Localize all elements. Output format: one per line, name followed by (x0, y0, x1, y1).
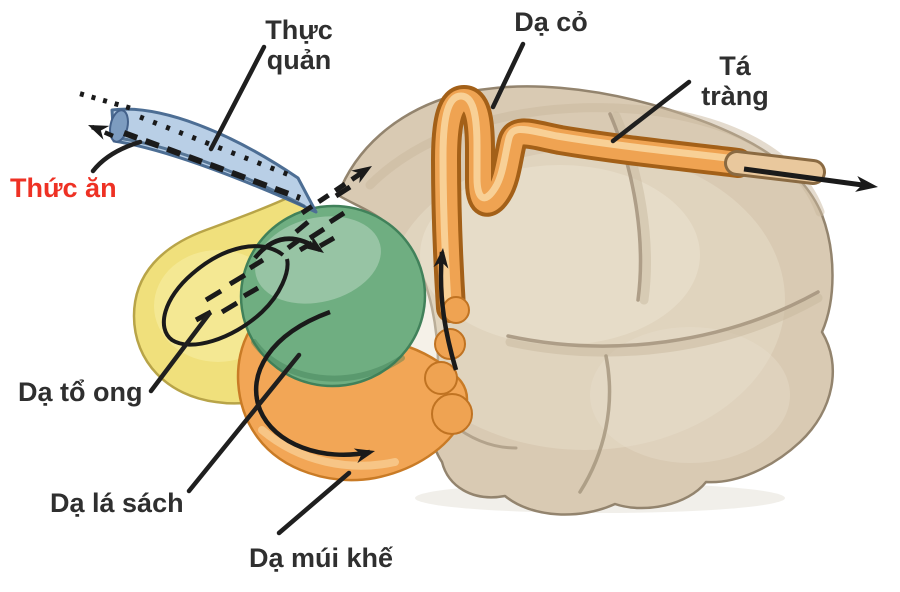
up-duodenum-arrow (438, 251, 459, 371)
abomasum-label: Dạ múi khế (249, 543, 394, 573)
esophagus-label-line1: Thực (265, 15, 333, 45)
esophagus-dash-trail (122, 130, 302, 201)
omasum-leader (186, 352, 302, 494)
reticulum-leader (148, 311, 212, 394)
leader-lines (90, 41, 692, 536)
food-leader (90, 139, 143, 174)
rumen-crease-2 (506, 290, 820, 348)
rumen-leader (490, 41, 526, 110)
mouth-dot-trail (73, 89, 131, 111)
rumen-organ (336, 85, 834, 516)
rumen-crease-3 (578, 354, 612, 494)
esophagus-organ (109, 107, 318, 214)
abomasum-leader (276, 470, 352, 536)
labels: Thực quản Dạ cỏ Tá tràng Thức ăn Dạ tổ o… (10, 7, 769, 573)
fold-knob (442, 296, 470, 324)
esophagus-leader (208, 44, 267, 152)
rumen-highlight-3 (590, 327, 790, 463)
duodenum-label-line2: tràng (701, 81, 769, 111)
junction-dashes (298, 184, 352, 253)
up-duodenum-arrowhead (433, 248, 449, 269)
exit-arrowhead (855, 176, 878, 192)
exit-arrow (743, 166, 871, 189)
duodenum-exit-fill (727, 153, 823, 182)
omasum-body (239, 204, 427, 388)
esophagus-label-line2: quản (267, 45, 332, 75)
rumen-highlight (385, 150, 785, 450)
rumen-label: Dạ cỏ (514, 7, 588, 37)
reticulum-label: Dạ tổ ong (18, 377, 142, 407)
duodenum-label-line1: Tá (719, 51, 751, 81)
into-abomasum-arrow (253, 309, 371, 457)
fold-knob (424, 361, 458, 395)
fold-knob (431, 393, 473, 435)
food-flow-arrows (73, 89, 878, 464)
duodenum-leader (610, 79, 692, 144)
abomasum-highlight (258, 426, 399, 470)
esophagus-opening (109, 109, 129, 143)
into-abomasum-arrowhead (353, 448, 375, 464)
into-rumen-arrow (300, 167, 368, 216)
into-omasum-arrowhead (303, 235, 324, 253)
omasum-label: Dạ lá sách (50, 488, 184, 518)
food-label: Thức ăn (10, 173, 117, 203)
duodenum-organ (431, 85, 826, 323)
reticulum-loop-dashes (194, 220, 310, 323)
duodenum-tube-highlight (439, 92, 739, 308)
mouth-arrowhead (88, 125, 110, 140)
reticulum-loop-arrow (161, 244, 290, 347)
into-rumen-arrowhead (351, 166, 372, 184)
rumen-crease-soft-2 (505, 293, 823, 357)
